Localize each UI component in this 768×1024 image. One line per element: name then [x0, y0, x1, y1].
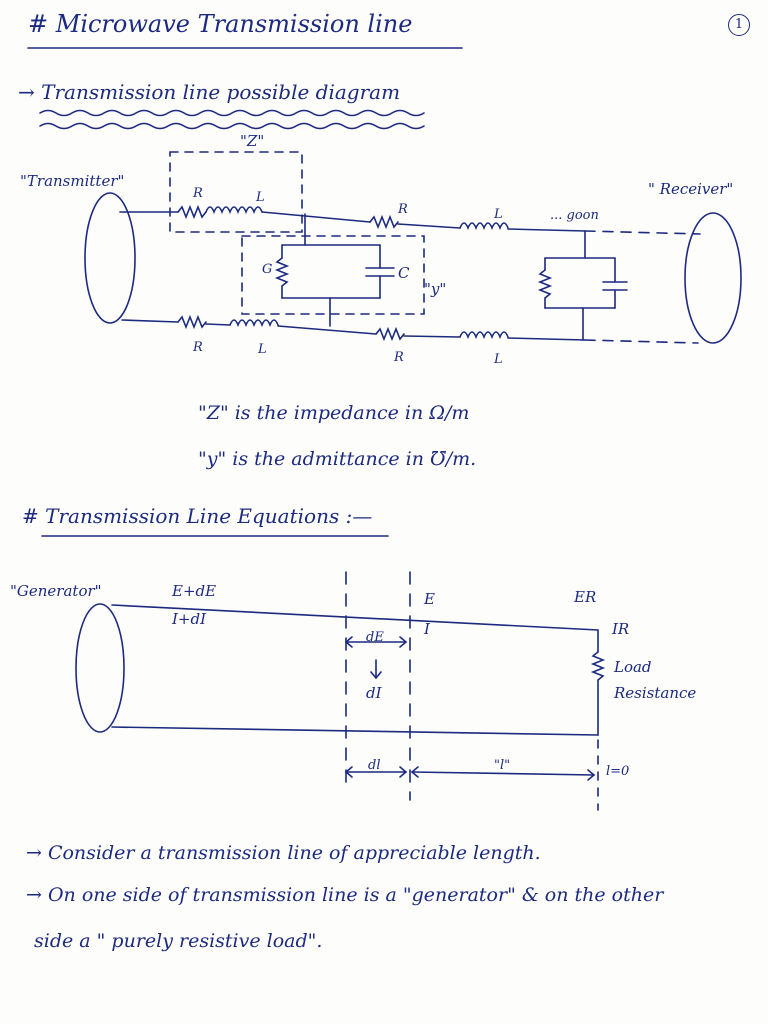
l-bot-2: L: [494, 352, 503, 367]
section2-heading: # Transmission Line Equations :—: [22, 504, 373, 528]
l-top-1: L: [256, 190, 265, 205]
c-label: C: [398, 264, 410, 282]
resistor-top-2: [369, 214, 399, 230]
g-label: G: [262, 262, 273, 277]
receiver-label: " Receiver": [648, 180, 734, 198]
resistor-top-1: [177, 204, 207, 220]
inductor-bot-1: [229, 319, 279, 328]
generator-label: "Generator": [10, 582, 102, 600]
resistor-bot-1: [177, 314, 207, 330]
di-label: dI: [366, 684, 382, 702]
page-number: 1: [728, 14, 750, 36]
goon-label: ... goon: [550, 208, 599, 223]
l-zero-label: l=0: [606, 764, 630, 779]
resistor-bot-2: [375, 326, 405, 342]
r-bot-2: R: [394, 350, 404, 365]
l-length-label: "l": [494, 758, 511, 773]
conductance-g: [274, 257, 290, 287]
note-line-3: side a " purely resistive load".: [34, 930, 323, 952]
i-label: I: [424, 620, 430, 638]
de-label: dE: [366, 630, 384, 645]
conductance-g-2: [537, 269, 553, 299]
transmitter-label: "Transmitter": [20, 172, 125, 190]
y-box: [241, 235, 425, 315]
load-resistor: [590, 651, 606, 681]
e-label: E: [424, 590, 435, 608]
resistance-label: Resistance: [614, 684, 697, 702]
l-top-2: L: [494, 207, 503, 222]
inductor-bot-2: [459, 331, 509, 340]
section1-heading: → Transmission line possible diagram: [18, 80, 401, 104]
heading-wavy-underline: [39, 109, 425, 117]
dl-label: dl: [368, 758, 381, 773]
generator-ellipse: [75, 603, 125, 733]
e-plus-de: E+dE: [172, 582, 217, 600]
transmitter-ellipse: [84, 192, 136, 324]
note-y: "y" is the admittance in ℧/m.: [198, 448, 477, 470]
load-label: Load: [614, 658, 652, 676]
i-plus-di: I+dI: [172, 610, 207, 628]
receiver-ellipse: [684, 212, 742, 344]
page-title: # Microwave Transmission line: [28, 10, 413, 38]
note-line-2: → On one side of transmission line is a …: [26, 884, 664, 906]
z-box: [169, 151, 303, 233]
l-bot-1: L: [258, 342, 267, 357]
inductor-top-2: [459, 222, 509, 231]
note-z: "Z" is the impedance in Ω/m: [198, 402, 470, 424]
er-label: ER: [574, 588, 597, 606]
r-top-1: R: [193, 186, 203, 201]
z-label: "Z": [240, 132, 265, 150]
heading-wavy-underline-2: [39, 122, 425, 130]
r-bot-1: R: [193, 340, 203, 355]
r-top-2: R: [398, 202, 408, 217]
y-label: "y": [424, 280, 447, 298]
note-line-1: → Consider a transmission line of apprec…: [26, 842, 541, 864]
inductor-top-1: [205, 206, 263, 215]
ir-label: IR: [612, 620, 630, 638]
